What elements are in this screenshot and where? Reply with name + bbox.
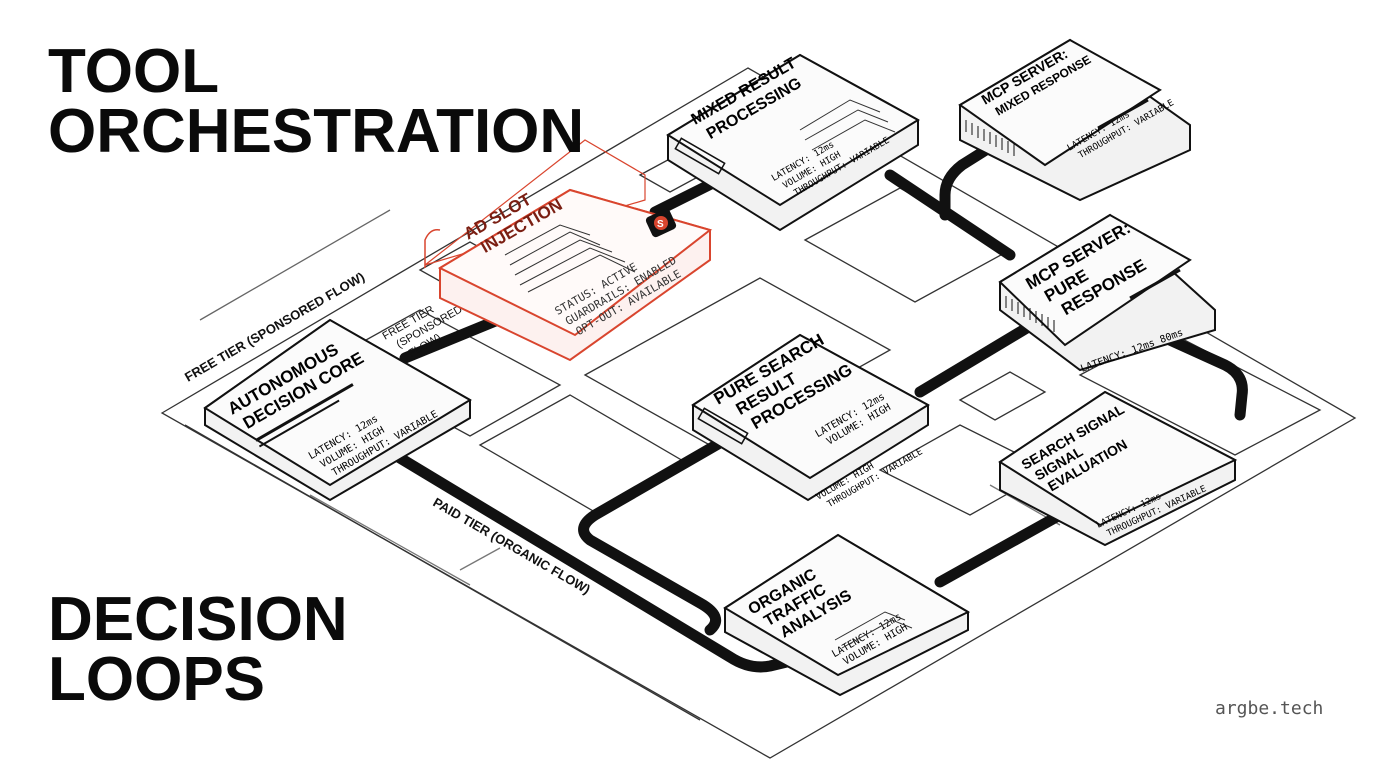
- node-underline: [258, 399, 340, 448]
- node-port-grille: [965, 120, 1015, 156]
- node-top: [998, 213, 1192, 347]
- node-bracket: [424, 228, 441, 268]
- pipe-mcp-pure-to-signal: [1124, 316, 1248, 421]
- brand-watermark: argbe.tech: [1215, 698, 1324, 719]
- title-line: LOOPS: [48, 645, 266, 714]
- lane-divider: [309, 494, 471, 586]
- node-organic[interactable]: ORGANIC TRAFFIC ANALYSIS LATENCY: 12ms V…: [723, 533, 971, 697]
- node-top: [958, 38, 1162, 167]
- circuit-pattern: [834, 611, 913, 649]
- pipe-core-to-organic: [394, 452, 801, 673]
- pipe-pure-search-to-mcp-pure: [914, 314, 1046, 398]
- node-pure-search[interactable]: PURE SEARCH RESULT PROCESSING LATENCY: 1…: [691, 318, 930, 513]
- node-signal-eval[interactable]: SEARCH SIGNAL SIGNAL EVALUATION LATENCY:…: [998, 390, 1238, 547]
- circuit-pattern: [799, 99, 896, 151]
- title-line: ORCHESTRATION: [48, 97, 585, 166]
- grid-cell: [583, 277, 892, 449]
- node-ad-slot[interactable]: AD SLOT INJECTION STATUS: ACTIVE GUARDRA…: [424, 139, 713, 362]
- node-top: [723, 533, 971, 677]
- node-top: [691, 333, 930, 480]
- node-port: [697, 407, 749, 445]
- lane-divider: [199, 209, 391, 321]
- badge-s-label: S: [657, 219, 664, 230]
- node-underline: [255, 383, 354, 442]
- title-line: DECISION: [48, 585, 348, 654]
- grid-cell: [958, 371, 1047, 421]
- node-underline: [1129, 268, 1181, 300]
- node-mcp-mixed[interactable]: MCP SERVER: MIXED RESPONSE LATENCY: 12ms…: [958, 12, 1191, 202]
- circuit-pattern: [504, 224, 636, 293]
- pipe-signal-to-organic: [934, 509, 1066, 588]
- badge-s-dot: [654, 216, 668, 230]
- node-mixed-result[interactable]: MIXED RESULT PROCESSING LATENCY: 12ms VO…: [666, 34, 920, 232]
- lane-label-paid-tier: PAID TIER (ORGANIC FLOW): [431, 495, 593, 597]
- lane-divider: [459, 547, 501, 571]
- lane-divider: [184, 424, 701, 721]
- title-tool-orchestration: TOOL ORCHESTRATION: [48, 37, 585, 166]
- node-top: [666, 53, 920, 207]
- connectors: [394, 137, 1248, 673]
- pipe-mcp-mixed-down: [939, 137, 1003, 221]
- title-decision-loops: DECISION LOOPS: [48, 585, 348, 714]
- title-line: TOOL: [48, 37, 220, 106]
- node-top: [998, 390, 1238, 527]
- grid-cell: [803, 187, 1012, 303]
- pipe-pure-search-loop: [578, 434, 731, 636]
- node-underline: [1097, 98, 1149, 130]
- node-mcp-pure[interactable]: MCP SERVER: PURE RESPONSE LATENCY: 12ms …: [998, 213, 1216, 375]
- platform-outline: [160, 67, 1357, 759]
- node-port-grille: [1005, 296, 1055, 332]
- node-port: [674, 137, 726, 175]
- node-top: [437, 188, 713, 337]
